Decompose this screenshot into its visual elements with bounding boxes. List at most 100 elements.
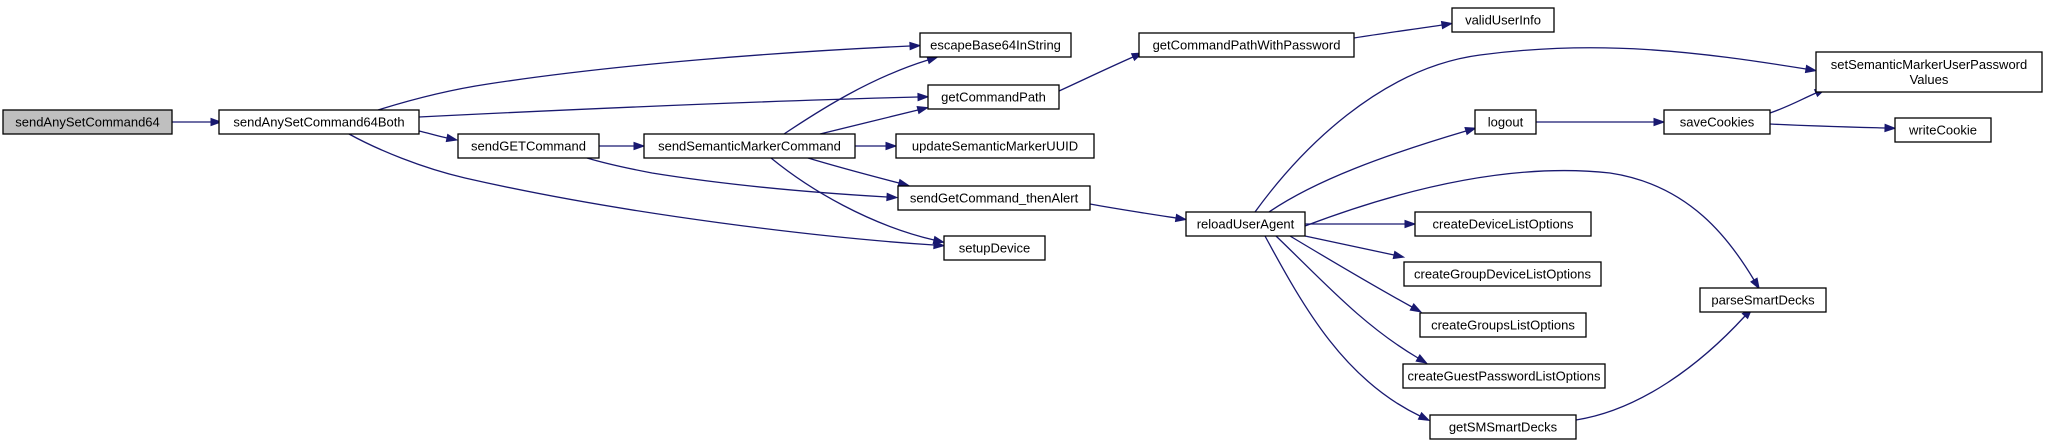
arrowhead-icon: [445, 133, 459, 143]
arrowhead-icon: [1417, 411, 1431, 421]
edge-line: [1254, 47, 1807, 213]
edge-line: [377, 45, 911, 111]
node-box[interactable]: [457, 133, 600, 159]
edge-line: [348, 133, 935, 246]
node-box[interactable]: [897, 185, 1091, 211]
node-label: createGroupsListOptions: [1431, 318, 1575, 333]
edge-line: [1289, 235, 1413, 308]
node-logout[interactable]: logout: [1474, 109, 1537, 135]
node-label: sendSemanticMarkerCommand: [658, 139, 841, 154]
arrowhead-icon: [1884, 123, 1897, 133]
node-get-command-path-with-password[interactable]: getCommandPathWithPassword: [1138, 32, 1355, 58]
node-box[interactable]: [1138, 32, 1355, 58]
node-box[interactable]: [1663, 109, 1771, 135]
node-box[interactable]: [1815, 51, 2043, 93]
edge-line: [783, 59, 929, 135]
arrowhead-icon: [909, 41, 922, 51]
edge-send-semantic-marker-command-to-send-get-command-then-alert: [807, 157, 911, 188]
node-write-cookie[interactable]: writeCookie: [1894, 117, 1992, 143]
edge-reload-user-agent-to-parse-smart-decks: [1304, 169, 1760, 290]
node-label: createDeviceListOptions: [1433, 217, 1574, 232]
node-box[interactable]: [943, 235, 1046, 261]
edge-line: [1275, 235, 1419, 359]
edge-reload-user-agent-to-create-group-device-list-options: [1304, 235, 1406, 260]
edge-send-any-set-command64-both-to-send-getcommand: [418, 130, 459, 143]
node-send-get-command-then-alert[interactable]: sendGetCommand_thenAlert: [897, 185, 1091, 211]
node-box[interactable]: [895, 133, 1095, 159]
node-reload-user-agent[interactable]: reloadUserAgent: [1185, 211, 1306, 237]
edge-reload-user-agent-to-create-guest-password-list-options: [1275, 235, 1428, 364]
edge-get-command-path-to-get-command-path-with-password: [1058, 52, 1144, 92]
edge-line: [418, 96, 919, 118]
node-box[interactable]: [1414, 211, 1592, 237]
edge-send-get-command-then-alert-to-reload-user-agent: [1089, 203, 1188, 223]
arrowhead-icon: [917, 92, 930, 102]
node-box[interactable]: [1185, 211, 1306, 237]
edge-send-getcommand-to-send-get-command-then-alert: [586, 157, 899, 202]
node-box[interactable]: [643, 133, 856, 159]
edge-line: [1264, 235, 1421, 417]
edge-line: [807, 157, 900, 184]
arrowhead-icon: [885, 141, 898, 151]
node-box[interactable]: [2, 109, 173, 135]
node-box[interactable]: [1474, 109, 1537, 135]
arrowhead-icon: [932, 235, 946, 245]
node-valid-user-info[interactable]: validUserInfo: [1451, 7, 1555, 33]
arrowhead-icon: [916, 105, 930, 115]
edge-line: [586, 157, 888, 198]
node-label: updateSemanticMarkerUUID: [912, 139, 1078, 154]
node-save-cookies[interactable]: saveCookies: [1663, 109, 1771, 135]
node-box[interactable]: [1451, 7, 1555, 33]
edge-logout-to-save-cookies: [1536, 117, 1666, 127]
node-label: setupDevice: [959, 241, 1031, 256]
arrowhead-icon: [633, 141, 646, 151]
edge-line: [1089, 203, 1177, 219]
node-label: createGuestPasswordListOptions: [1408, 369, 1601, 384]
edge-line: [418, 130, 448, 139]
node-label: logout: [1488, 115, 1524, 130]
edge-line: [770, 157, 935, 241]
node-label: getCommandPath: [941, 90, 1046, 105]
node-label: getSMSmartDecks: [1449, 420, 1558, 435]
node-label: escapeBase64InString: [930, 38, 1061, 53]
node-label: sendGETCommand: [471, 139, 586, 154]
node-label: validUserInfo: [1465, 13, 1541, 28]
node-box[interactable]: [1699, 287, 1827, 313]
node-setup-device[interactable]: setupDevice: [943, 235, 1046, 261]
node-box[interactable]: [1402, 363, 1606, 389]
node-box[interactable]: [927, 84, 1060, 110]
node-box[interactable]: [1894, 117, 1992, 143]
node-label: parseSmartDecks: [1711, 293, 1815, 308]
arrowhead-icon: [1404, 219, 1417, 229]
node-send-any-set-command64[interactable]: sendAnySetCommand64: [2, 109, 173, 135]
arrowhead-icon: [1409, 302, 1423, 313]
arrowhead-icon: [1174, 213, 1188, 223]
edge-reload-user-agent-to-create-groups-list-options: [1289, 235, 1423, 313]
node-send-semantic-marker-command[interactable]: sendSemanticMarkerCommand: [643, 133, 856, 159]
node-create-groups-list-options[interactable]: createGroupsListOptions: [1419, 312, 1587, 338]
node-box[interactable]: [218, 109, 420, 135]
arrowhead-icon: [886, 192, 899, 202]
node-parse-smart-decks[interactable]: parseSmartDecks: [1699, 287, 1827, 313]
node-update-semantic-marker-uuid[interactable]: updateSemanticMarkerUUID: [895, 133, 1095, 159]
node-box[interactable]: [919, 32, 1072, 58]
edge-send-semantic-marker-command-to-get-command-path: [819, 105, 930, 135]
node-box[interactable]: [1403, 261, 1602, 287]
node-create-guest-password-list-options[interactable]: createGuestPasswordListOptions: [1402, 363, 1606, 389]
node-create-group-device-list-options[interactable]: createGroupDeviceListOptions: [1403, 261, 1602, 287]
arrowhead-icon: [210, 117, 223, 127]
node-send-any-set-command64-both[interactable]: sendAnySetCommand64Both: [218, 109, 420, 135]
node-box[interactable]: [1419, 312, 1587, 338]
node-create-device-list-options[interactable]: createDeviceListOptions: [1414, 211, 1592, 237]
node-send-getcommand[interactable]: sendGETCommand: [457, 133, 600, 159]
arrowhead-icon: [1804, 64, 1818, 74]
node-get-smsmart-decks[interactable]: getSMSmartDecks: [1429, 414, 1577, 440]
node-escape-base64-in-string[interactable]: escapeBase64InString: [919, 32, 1072, 58]
edge-send-any-set-command64-both-to-escape-base64-in-string: [377, 41, 922, 111]
node-box[interactable]: [1429, 414, 1577, 440]
node-get-command-path[interactable]: getCommandPath: [927, 84, 1060, 110]
edge-reload-user-agent-to-logout: [1268, 127, 1478, 213]
arrowhead-icon: [1392, 250, 1406, 260]
edge-reload-user-agent-to-get-smsmart-decks: [1264, 235, 1431, 421]
